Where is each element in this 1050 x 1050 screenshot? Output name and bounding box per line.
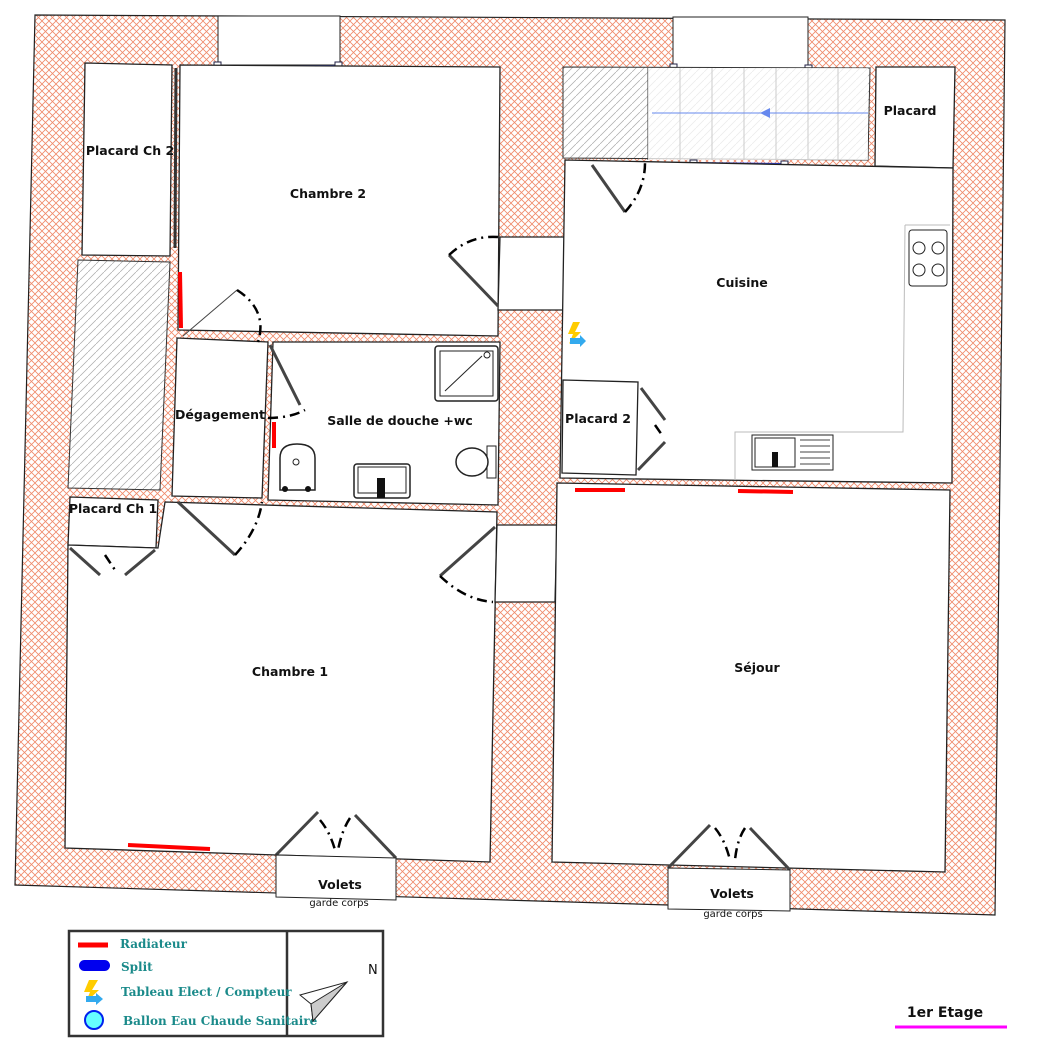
label-placard-ch2: Placard Ch 2 (86, 143, 174, 158)
label-degagement: Dégagement (175, 407, 265, 422)
legend-tableau: Tableau Elect / Compteur (121, 985, 292, 999)
window-top-right (672, 16, 809, 69)
label-garde-corps-1: garde corps (309, 898, 368, 909)
label-volets-2: Volets (710, 886, 754, 901)
label-chambre-1: Chambre 1 (252, 664, 328, 679)
label-volets-1: Volets (318, 877, 362, 892)
stove-icon (908, 229, 948, 287)
doors (68, 162, 792, 872)
hatched-storage (67, 259, 171, 491)
passage-upper (497, 236, 566, 311)
room-placard-2 (561, 379, 639, 476)
passage-lower (494, 524, 558, 603)
room-cuisine (559, 159, 954, 484)
legend: Radiateur Split Tableau Elect / Compteur… (67, 929, 385, 1038)
electrical-panel-icon (568, 322, 586, 347)
kitchen-sink-icon (751, 434, 834, 471)
room-placard-ch2 (81, 62, 173, 257)
legend-ballon: Ballon Eau Chaude Sanitaire (123, 1014, 318, 1028)
label-sejour: Séjour (734, 660, 780, 675)
toilet-icon (455, 445, 497, 479)
room-chambre-1 (64, 501, 498, 863)
legend-radiateur: Radiateur (120, 937, 188, 951)
room-chambre-2 (177, 64, 501, 337)
north-arrow-icon (298, 981, 349, 1023)
window-bottom-right (667, 867, 791, 912)
radiators (127, 271, 794, 851)
window-top-left (217, 15, 341, 66)
electrical-legend-icon (84, 980, 103, 1005)
label-placard-ch1: Placard Ch 1 (69, 501, 157, 516)
label-chambre-2: Chambre 2 (290, 186, 366, 201)
room-degagement (171, 337, 269, 499)
window-bottom-left (275, 854, 397, 901)
label-cuisine: Cuisine (716, 275, 767, 290)
label-placard-2: Placard 2 (565, 411, 631, 426)
shower-icon (434, 345, 499, 402)
north-label: N (368, 963, 378, 978)
floor-label: 1er Etage (907, 1005, 983, 1021)
split-legend-icon (79, 960, 110, 971)
label-garde-corps-2: garde corps (703, 909, 762, 920)
label-salle-douche: Salle de douche +wc (327, 413, 473, 428)
washbasin-icon (353, 463, 411, 499)
label-placard: Placard (884, 103, 937, 118)
bidet-icon (279, 443, 316, 492)
room-sejour (551, 482, 951, 873)
water-heater-legend-icon (84, 1010, 104, 1030)
legend-split: Split (121, 960, 153, 974)
